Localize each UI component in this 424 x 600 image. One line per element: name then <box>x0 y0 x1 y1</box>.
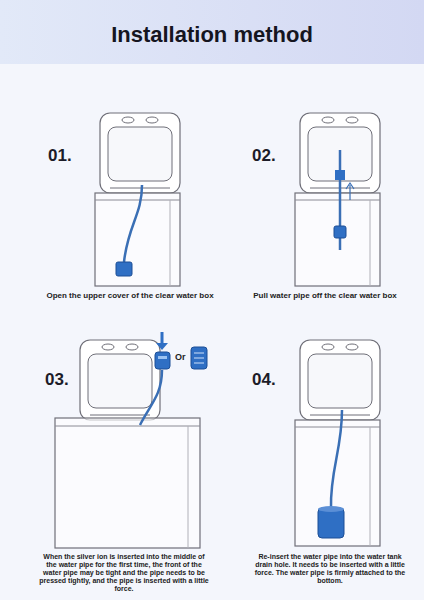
tank-silver-ion <box>55 332 207 548</box>
tank-open <box>95 113 180 286</box>
tank-pipe-removed <box>295 113 380 286</box>
step-number: 02. <box>252 146 276 166</box>
or-text: Or <box>175 352 186 362</box>
step-caption: Pull water pipe off the clear water box <box>240 291 410 300</box>
step-caption: Open the upper cover of the clear water … <box>40 291 220 300</box>
title-band <box>0 0 424 64</box>
step-number: 01. <box>48 146 72 166</box>
step-number: 04. <box>252 370 276 390</box>
step-caption: Re-insert the water pipe into the water … <box>250 553 410 585</box>
step-caption: When the silver ion is inserted into the… <box>38 553 210 593</box>
tank-reinserted <box>295 340 380 546</box>
page-title: Installation method <box>0 22 424 48</box>
step-number: 03. <box>45 370 69 390</box>
